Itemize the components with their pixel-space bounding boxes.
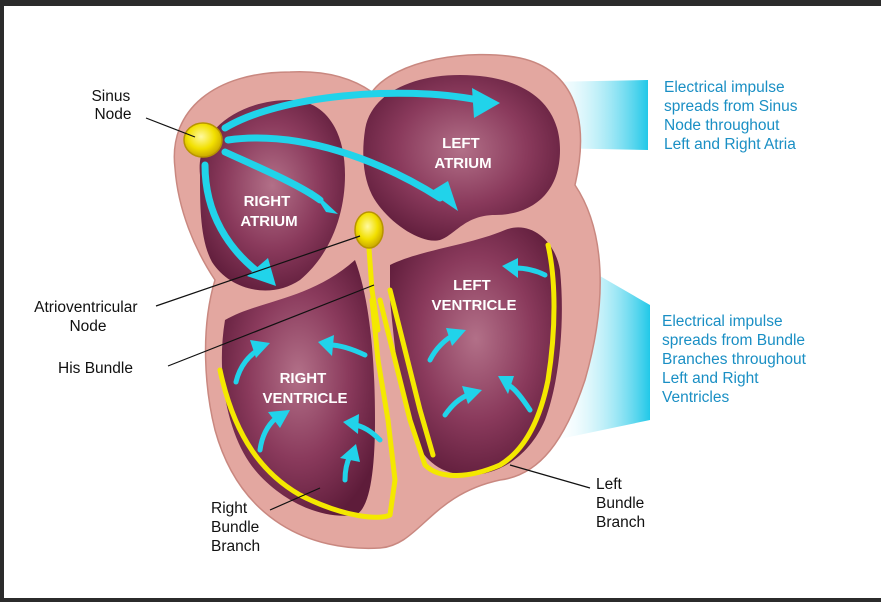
sinus-node xyxy=(184,123,222,157)
atrioventricular-node xyxy=(355,212,383,248)
av-node-label: Atrioventricular Node xyxy=(34,299,142,335)
atria-info-text: Electrical impulse spreads from Sinus No… xyxy=(664,79,802,153)
left-bundle-branch-label: Left Bundle Branch xyxy=(596,476,649,531)
sinus-node-label: Sinus Node xyxy=(91,88,134,123)
right-bundle-branch-label: Right Bundle Branch xyxy=(211,500,264,555)
ventricles-info-text: Electrical impulse spreads from Bundle B… xyxy=(662,313,810,406)
left-bundle-pointer xyxy=(510,465,590,488)
his-bundle-label: His Bundle xyxy=(58,360,133,377)
